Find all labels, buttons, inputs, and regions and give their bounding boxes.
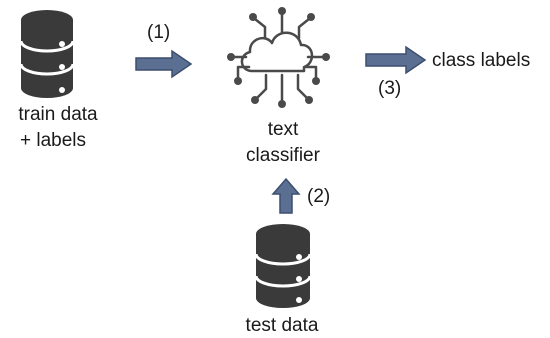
arrow-3 xyxy=(365,45,427,75)
cloud-network-icon xyxy=(227,7,330,108)
step-1-label: (1) xyxy=(147,22,171,43)
test-data-label: test data xyxy=(245,315,319,336)
train-data-label: train data xyxy=(18,104,98,125)
arrow-2 xyxy=(271,177,301,214)
train-labels-label: + labels xyxy=(19,130,87,151)
train-database-icon xyxy=(19,10,75,98)
classifier-label: classifier xyxy=(246,145,320,166)
arrow-1 xyxy=(135,49,193,79)
class-labels-output: class labels xyxy=(432,50,531,71)
step-2-label: (2) xyxy=(307,186,331,207)
classifier-text-label: text xyxy=(267,119,299,140)
test-database-icon xyxy=(254,224,312,308)
step-3-label: (3) xyxy=(378,78,402,99)
